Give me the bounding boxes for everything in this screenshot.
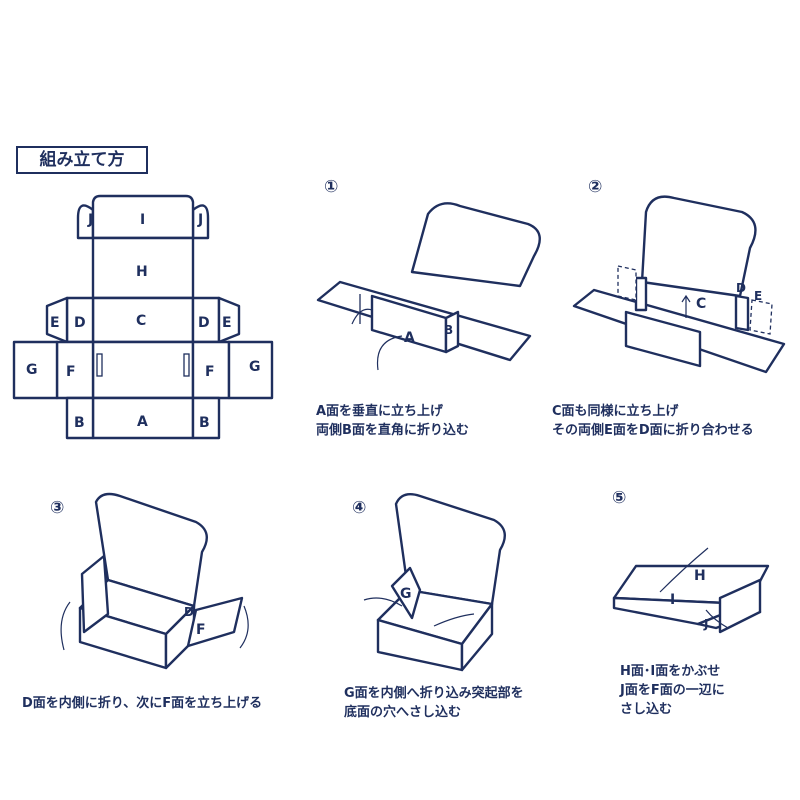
step5-label-i: I (670, 592, 675, 608)
step1-caption: A面を垂直に立ち上げ 両側B面を直角に折り込む (316, 402, 469, 440)
net-panel-a (91, 396, 195, 440)
step3-panel-f (186, 596, 244, 648)
step5-caption-line2: J面をF面の一辺に (620, 683, 725, 698)
step1-panel-b (444, 310, 460, 354)
step4-label-g: G (400, 586, 412, 602)
step2-caption: C面も同様に立ち上げ その両側E面をD面に折り合わせる (552, 402, 754, 440)
step3-flap-left (80, 554, 110, 634)
box-net: J J I H C D D E E F F G G A B B (12, 194, 274, 440)
net-label-j-right: J (197, 212, 203, 228)
net-label-d-right: D (198, 315, 210, 331)
step2-panel-a (624, 310, 702, 368)
step1-caption-line2: 両側B面を直角に折り込む (316, 423, 469, 438)
step4-panel-g (390, 566, 422, 620)
step4-caption: G面を内側へ折り込み突起部を 底面の穴へさし込む (344, 684, 524, 722)
net-label-e-right: E (222, 315, 232, 331)
step5-caption: H面･I面をかぶせ J面をF面の一辺に さし込む (620, 662, 725, 719)
net-slot-right (183, 353, 190, 377)
step5-label-h: H (694, 568, 706, 584)
step4-diagram: G (363, 493, 506, 672)
net-panel-c (91, 296, 195, 344)
net-label-b-right: B (199, 415, 210, 431)
net-label-a: A (137, 414, 148, 430)
step5-arrow-insert (705, 609, 729, 629)
net-panel-h (91, 236, 195, 300)
step3-arrow-right (239, 605, 249, 649)
step3-arrow-left (60, 601, 71, 651)
step3-diagram: D F (60, 492, 249, 670)
step1-lid (410, 202, 541, 288)
net-label-f-left: F (66, 364, 76, 380)
step2-arrow-up (681, 294, 691, 318)
step1-label-b: B (444, 323, 453, 337)
net-panel-d-right (191, 296, 221, 344)
page-title: 組み立て方 (16, 146, 148, 174)
step4-right (460, 602, 494, 672)
net-label-j-left: J (87, 212, 93, 228)
net-label-c: C (136, 313, 146, 329)
step2-number: ② (588, 177, 603, 197)
step3-caption: D面を内側に折り、次にF面を立ち上げる (22, 694, 262, 713)
net-label-g-left: G (26, 362, 38, 378)
net-panel-b-left (65, 396, 95, 440)
net-slot-left (96, 353, 103, 377)
net-label-h: H (136, 264, 148, 280)
step2-caption-line2: その両側E面をD面に折り合わせる (552, 423, 754, 438)
step4-caption-line1: G面を内側へ折り込み突起部を (344, 686, 524, 701)
step4-arrow-right (433, 613, 475, 627)
net-label-e-left: E (50, 315, 60, 331)
step4-number: ④ (352, 498, 367, 518)
step2-panel-d-left (634, 276, 648, 312)
step5-caption-line3: さし込む (620, 702, 673, 717)
step3-caption-line1: D面を内側に折り、次にF面を立ち上げる (22, 696, 263, 711)
net-panel-b-right (191, 396, 221, 440)
net-label-b-left: B (74, 415, 85, 431)
net-label-i: I (140, 212, 145, 228)
step2-label-e: E (754, 289, 762, 303)
step5-side-j (718, 578, 762, 634)
step2-label-d: D (736, 281, 746, 295)
step4-lid (394, 493, 506, 606)
step1-label-a: A (404, 330, 415, 346)
step3-lid (94, 492, 208, 608)
step5-number: ⑤ (612, 488, 627, 508)
step2-panel-e-right (749, 299, 773, 335)
step1-diagram: A B (316, 202, 541, 371)
step1-arrow-fold (376, 335, 403, 371)
step1-caption-line1: A面を垂直に立ち上げ (316, 404, 444, 419)
step4-arrow-left (363, 597, 403, 607)
step3-number: ③ (50, 498, 65, 518)
step5-label-j: J (703, 617, 708, 631)
step2-panel-e-left (617, 265, 637, 301)
step3-label-f: F (196, 622, 206, 638)
step2-caption-line1: C面も同様に立ち上げ (552, 404, 679, 419)
net-panel-e-left (45, 296, 69, 344)
net-panel-base (91, 340, 195, 400)
step4-caption-line2: 底面の穴へさし込む (344, 705, 462, 720)
net-label-f-right: F (205, 364, 215, 380)
step2-label-c: C (696, 296, 706, 312)
step3-label-d: D (184, 605, 194, 619)
step1-arrow-up (351, 308, 373, 325)
net-panel-i (91, 194, 195, 240)
step5-diagram: H I J (612, 547, 770, 634)
step2-panel-d-right (734, 294, 750, 332)
net-panel-g-left (12, 340, 59, 400)
step2-lid (640, 195, 757, 298)
step5-caption-line1: H面･I面をかぶせ (620, 664, 721, 679)
net-panel-e-right (217, 296, 241, 344)
net-panel-g-right (227, 340, 274, 400)
step5-arrow-cover (659, 547, 709, 593)
net-label-g-right: G (249, 359, 261, 375)
net-label-d-left: D (74, 315, 86, 331)
step1-number: ① (324, 177, 339, 197)
step2-diagram: C D E (572, 195, 786, 374)
